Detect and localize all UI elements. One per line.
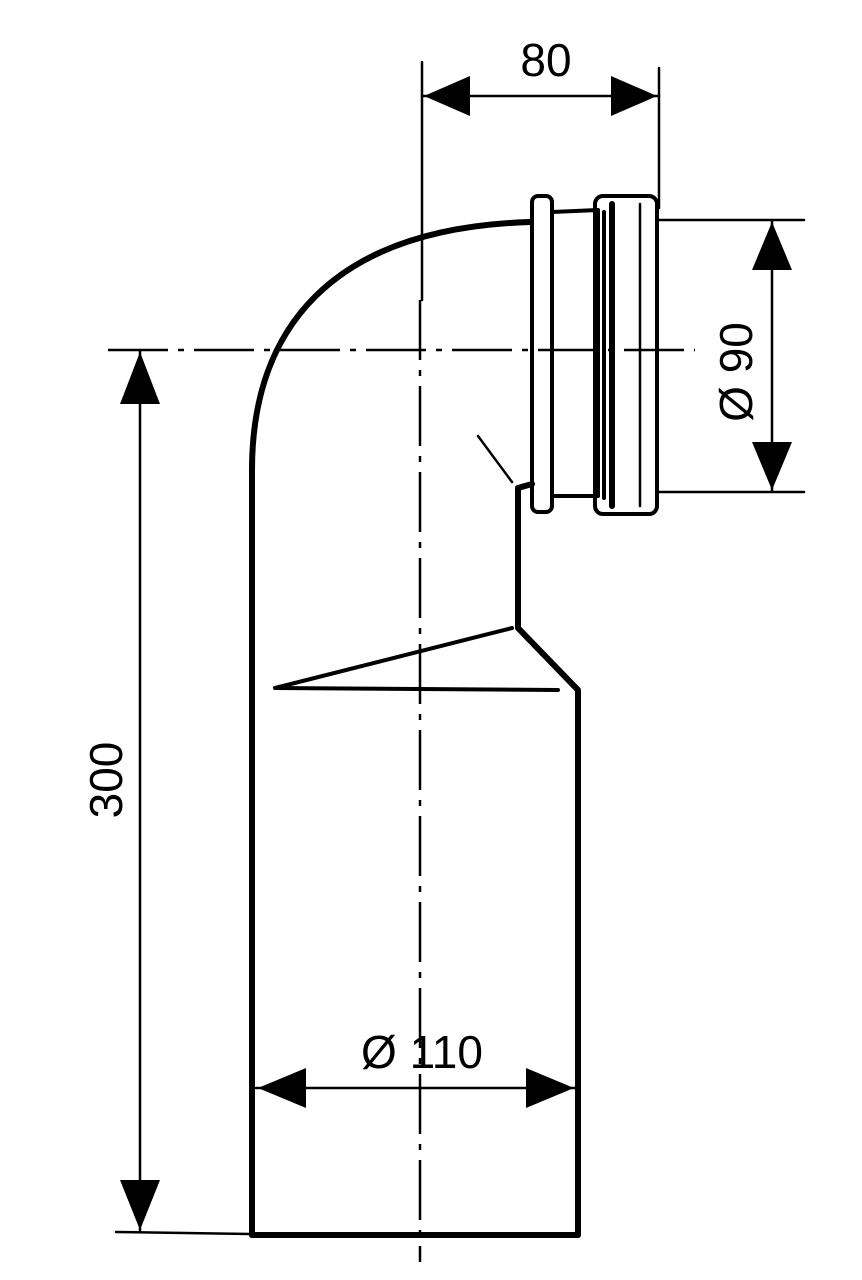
dimension-label-height: 300: [80, 742, 132, 819]
outlet-socket: [530, 194, 659, 516]
socket-flange: [530, 194, 554, 514]
arrowhead-bottom: [752, 442, 792, 490]
dimension-height: 300: [80, 348, 252, 1236]
pipe-body: [249, 219, 581, 1238]
dimension-label-width: 80: [520, 34, 571, 86]
extension-line-bottom: [114, 1230, 252, 1236]
dimension-width-top: 80: [420, 34, 661, 302]
arrowhead-right: [611, 76, 657, 116]
pipe-right-wall: [515, 481, 581, 1238]
dimension-inlet-diameter: Ø 110: [254, 1026, 578, 1108]
arrowhead-left: [424, 76, 470, 116]
arrowhead-top: [120, 352, 160, 404]
arrowhead-top: [752, 222, 792, 270]
dimension-label-outlet-diameter: Ø 90: [710, 322, 762, 422]
pipe-outer-wall: [249, 219, 533, 1238]
socket-ring: [593, 194, 659, 516]
dimension-label-inlet-diameter: Ø 110: [361, 1026, 483, 1078]
arrowhead-bottom: [120, 1180, 160, 1230]
center-lines: [108, 300, 695, 1262]
pipe-inner-slope: [273, 626, 560, 692]
arrowhead-right: [526, 1068, 574, 1108]
dimension-outlet-diameter: Ø 90: [655, 218, 806, 494]
neck-tick: [476, 434, 514, 484]
arrowhead-left: [258, 1068, 306, 1108]
socket-body: [550, 208, 600, 498]
